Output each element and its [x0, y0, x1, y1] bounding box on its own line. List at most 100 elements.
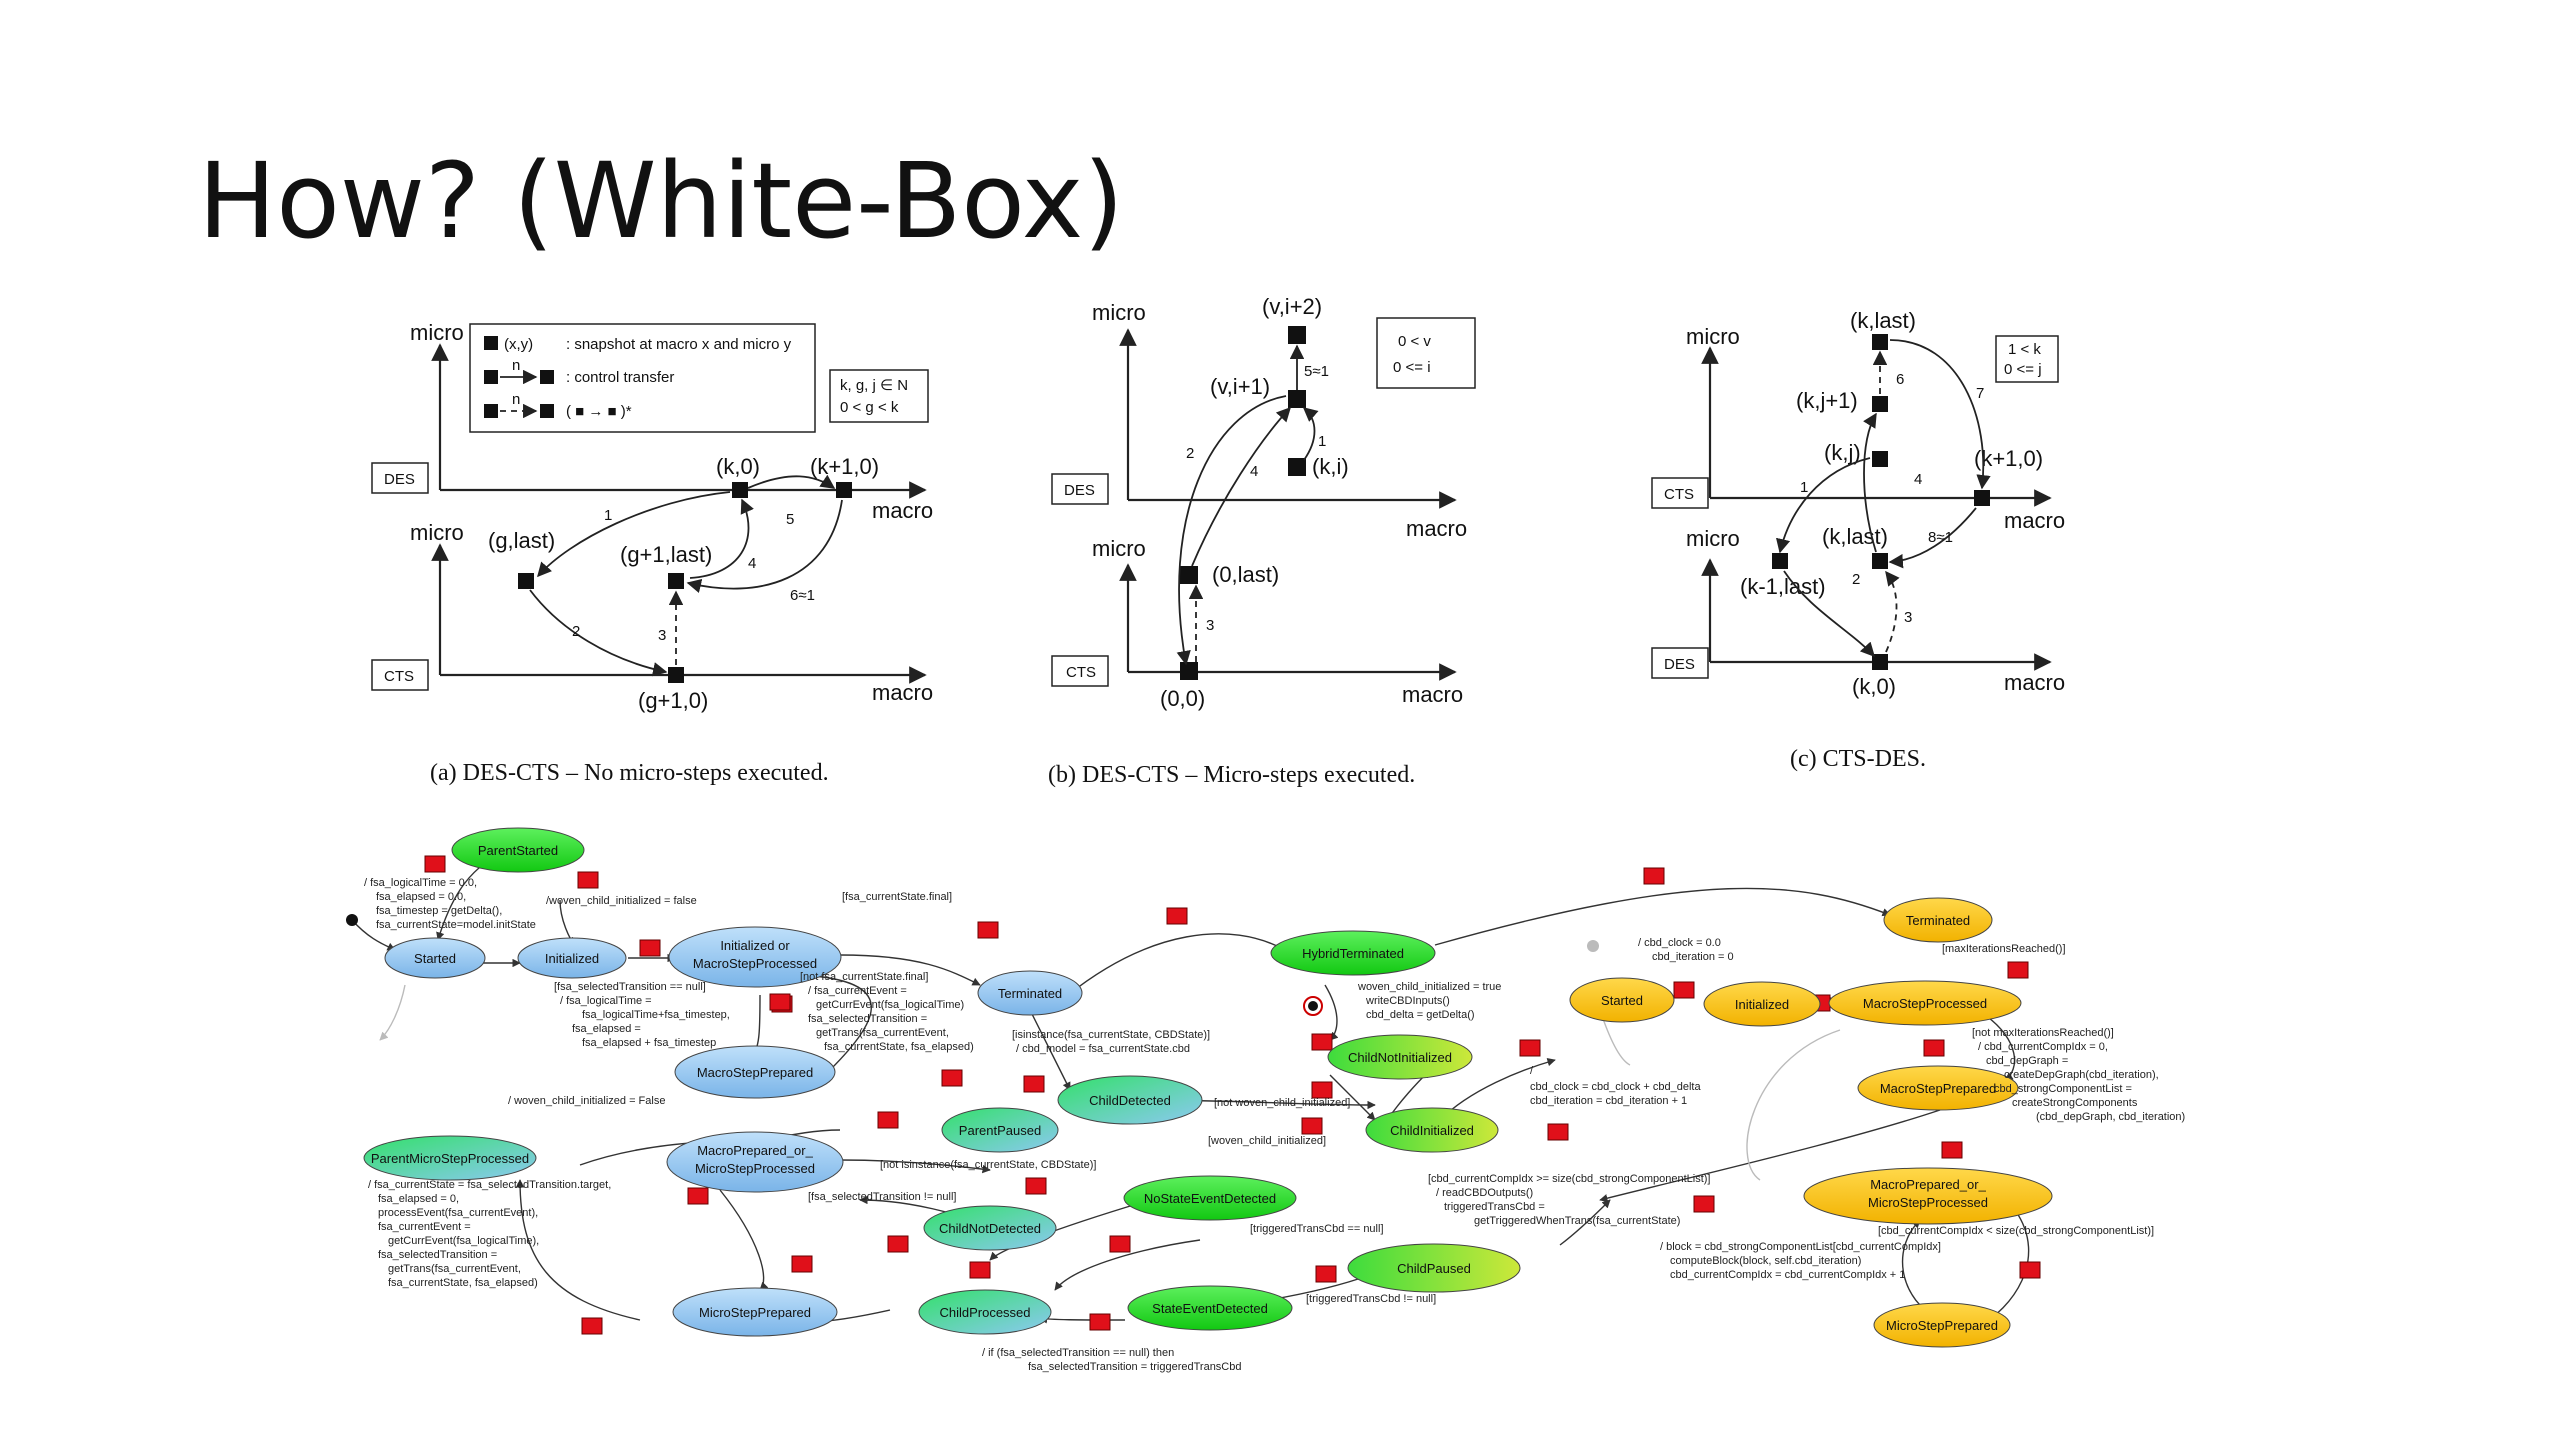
- svg-text:HybridTerminated: HybridTerminated: [1302, 946, 1404, 961]
- svg-text:NoStateEventDetected: NoStateEventDetected: [1144, 1191, 1276, 1206]
- svg-text:4: 4: [1250, 463, 1258, 480]
- svg-text:6: 6: [1896, 371, 1904, 388]
- svg-text:(0,0): (0,0): [1160, 686, 1205, 711]
- svg-text:DES: DES: [384, 471, 415, 488]
- svg-text:(g+1,0): (g+1,0): [638, 688, 708, 713]
- svg-text:fsa_selectedTransition =: fsa_selectedTransition =: [378, 1249, 497, 1261]
- svg-text:[cbd_currentCompIdx < size(cbd: [cbd_currentCompIdx < size(cbd_strongCom…: [1878, 1225, 2154, 1237]
- svg-text:macro: macro: [872, 680, 933, 705]
- svg-text:MicroStepPrepared: MicroStepPrepared: [1886, 1318, 1998, 1333]
- svg-text:CTS: CTS: [1664, 486, 1694, 503]
- svg-text:fsa_currentState=model.initSta: fsa_currentState=model.initState: [376, 919, 536, 931]
- svg-text:(k+1,0): (k+1,0): [810, 454, 879, 479]
- svg-text:Initialized or: Initialized or: [720, 938, 790, 953]
- svg-text:cbd_clock = cbd_clock + cbd_de: cbd_clock = cbd_clock + cbd_delta: [1530, 1081, 1701, 1093]
- svg-text:(k,0): (k,0): [1852, 674, 1896, 699]
- legend-xy: (x,y): [504, 336, 533, 353]
- svg-text:[cbd_currentCompIdx >= size(cb: [cbd_currentCompIdx >= size(cbd_strongCo…: [1428, 1173, 1710, 1185]
- svg-text:Initialized: Initialized: [545, 951, 599, 966]
- figure-b: 0 < v 0 <= i micro macro DES micro macro…: [1048, 294, 1476, 788]
- svg-text:/: /: [1530, 1065, 1534, 1077]
- svg-text:(k,j): (k,j): [1824, 440, 1861, 465]
- svg-text:ChildInitialized: ChildInitialized: [1390, 1123, 1474, 1138]
- svg-text:fsa_elapsed = 0,: fsa_elapsed = 0,: [378, 1193, 459, 1205]
- svg-text:processEvent(fsa_currentEvent): processEvent(fsa_currentEvent),: [378, 1207, 538, 1219]
- svg-text:getCurrEvent(fsa_logicalTime),: getCurrEvent(fsa_logicalTime),: [388, 1235, 539, 1247]
- svg-text:[triggeredTransCbd == null]: [triggeredTransCbd == null]: [1250, 1223, 1384, 1235]
- svg-text:ParentMicroStepProcessed: ParentMicroStepProcessed: [371, 1151, 529, 1166]
- svg-text:woven_child_initialized = true: woven_child_initialized = true: [1357, 981, 1501, 993]
- svg-text:ParentStarted: ParentStarted: [478, 843, 558, 858]
- svg-text:[not maxIterationsReached()]: [not maxIterationsReached()]: [1972, 1027, 2114, 1039]
- svg-text:fsa_currentState, fsa_elapsed): fsa_currentState, fsa_elapsed): [824, 1041, 974, 1053]
- svg-text:1: 1: [604, 507, 612, 524]
- slide-title: How? (White-Box): [198, 140, 1124, 262]
- svg-text:macro: macro: [872, 498, 933, 523]
- svg-text:micro: micro: [1686, 324, 1740, 349]
- svg-text:n: n: [512, 357, 520, 374]
- svg-text:1: 1: [1800, 479, 1808, 496]
- svg-text:/ fsa_currentState = fsa_selec: / fsa_currentState = fsa_selectedTransit…: [368, 1179, 611, 1191]
- svg-text:fsa_elapsed =: fsa_elapsed =: [572, 1023, 641, 1035]
- svg-text:0 <= j: 0 <= j: [2004, 361, 2042, 378]
- svg-text:micro: micro: [410, 520, 464, 545]
- svg-text:ChildNotInitialized: ChildNotInitialized: [1348, 1050, 1452, 1065]
- state-parent-started: [451, 827, 585, 873]
- svg-text:n: n: [512, 391, 520, 408]
- svg-text:cbd_iteration = cbd_iteration: cbd_iteration = cbd_iteration + 1: [1530, 1095, 1687, 1107]
- svg-text:ChildPaused: ChildPaused: [1397, 1261, 1471, 1276]
- svg-text:Terminated: Terminated: [1906, 913, 1970, 928]
- svg-text:/ block = cbd_strongComponentL: / block = cbd_strongComponentList[cbd_cu…: [1660, 1241, 1941, 1253]
- svg-text:CTS: CTS: [384, 668, 414, 685]
- svg-text:(k,i): (k,i): [1312, 454, 1349, 479]
- svg-text:(cbd_depGraph, cbd_iteration): (cbd_depGraph, cbd_iteration): [2036, 1111, 2185, 1123]
- svg-text:MicroStepProcessed: MicroStepProcessed: [1868, 1195, 1988, 1210]
- svg-text:MacroPrepared_or_: MacroPrepared_or_: [1870, 1177, 1986, 1192]
- svg-text:4: 4: [748, 555, 756, 572]
- svg-text:cbd_iteration = 0: cbd_iteration = 0: [1652, 951, 1734, 963]
- svg-text:3: 3: [658, 627, 666, 644]
- point-k0: [732, 482, 748, 498]
- svg-text:[woven_child_initialized]: [woven_child_initialized]: [1208, 1135, 1326, 1147]
- svg-text:0 < g < k: 0 < g < k: [840, 399, 899, 416]
- point-g1last: [668, 573, 684, 589]
- svg-text:(k,last): (k,last): [1850, 308, 1916, 333]
- svg-text:[fsa_selectedTransition != nul: [fsa_selectedTransition != null]: [808, 1191, 956, 1203]
- svg-text:/ fsa_currentEvent =: / fsa_currentEvent =: [808, 985, 907, 997]
- svg-text:MicroStepPrepared: MicroStepPrepared: [699, 1305, 811, 1320]
- svg-text:8≈1: 8≈1: [1928, 529, 1953, 546]
- svg-text:/ if (fsa_selectedTransition =: / if (fsa_selectedTransition == null) th…: [982, 1347, 1174, 1359]
- svg-text:(0,last): (0,last): [1212, 562, 1279, 587]
- figure-c: 1 < k 0 <= j micro macro CTS micro macro…: [1651, 308, 2065, 772]
- svg-text:1 < k: 1 < k: [2008, 341, 2041, 358]
- svg-text:/ woven_child_initialized = Fa: / woven_child_initialized = False: [508, 1095, 665, 1107]
- svg-text:micro: micro: [410, 320, 464, 345]
- svg-text:2: 2: [1852, 571, 1860, 588]
- svg-text:ChildNotDetected: ChildNotDetected: [939, 1221, 1041, 1236]
- svg-text:(k+1,0): (k+1,0): [1974, 446, 2043, 471]
- svg-text:fsa_elapsed + fsa_timestep: fsa_elapsed + fsa_timestep: [582, 1037, 716, 1049]
- svg-text:/ fsa_logicalTime = 0.0,: / fsa_logicalTime = 0.0,: [364, 877, 477, 889]
- svg-text:Started: Started: [414, 951, 456, 966]
- svg-text:/ cbd_model = fsa_currentState: / cbd_model = fsa_currentState.cbd: [1016, 1043, 1190, 1055]
- svg-text:cbd_depGraph =: cbd_depGraph =: [1986, 1055, 2068, 1067]
- constraint-box-a: [829, 369, 929, 423]
- svg-text:ChildProcessed: ChildProcessed: [939, 1305, 1030, 1320]
- svg-text:MacroStepProcessed: MacroStepProcessed: [693, 956, 817, 971]
- svg-text:5: 5: [786, 511, 794, 528]
- svg-text:/ fsa_logicalTime =: / fsa_logicalTime =: [560, 995, 652, 1007]
- svg-text:macro: macro: [1406, 516, 1467, 541]
- svg-text:5≈1: 5≈1: [1304, 363, 1329, 380]
- svg-text:ParentPaused: ParentPaused: [959, 1123, 1041, 1138]
- svg-text:writeCBDInputs(): writeCBDInputs(): [1365, 995, 1450, 1007]
- svg-text:micro: micro: [1092, 536, 1146, 561]
- svg-text:(k,last): (k,last): [1822, 524, 1888, 549]
- svg-text:/ cbd_currentCompIdx = 0,: / cbd_currentCompIdx = 0,: [1978, 1041, 2108, 1053]
- svg-text:cbd_currentCompIdx = cbd_curre: cbd_currentCompIdx = cbd_currentCompIdx …: [1670, 1269, 1905, 1281]
- svg-text:fsa_currentEvent =: fsa_currentEvent =: [378, 1221, 471, 1233]
- caption-b: (b) DES-CTS – Micro-steps executed.: [1048, 762, 1415, 788]
- legend-control: : control transfer: [566, 369, 674, 386]
- svg-text:2: 2: [572, 623, 580, 640]
- svg-text:Started: Started: [1601, 993, 1643, 1008]
- svg-text:/woven_child_initialized = fal: /woven_child_initialized = false: [546, 895, 697, 907]
